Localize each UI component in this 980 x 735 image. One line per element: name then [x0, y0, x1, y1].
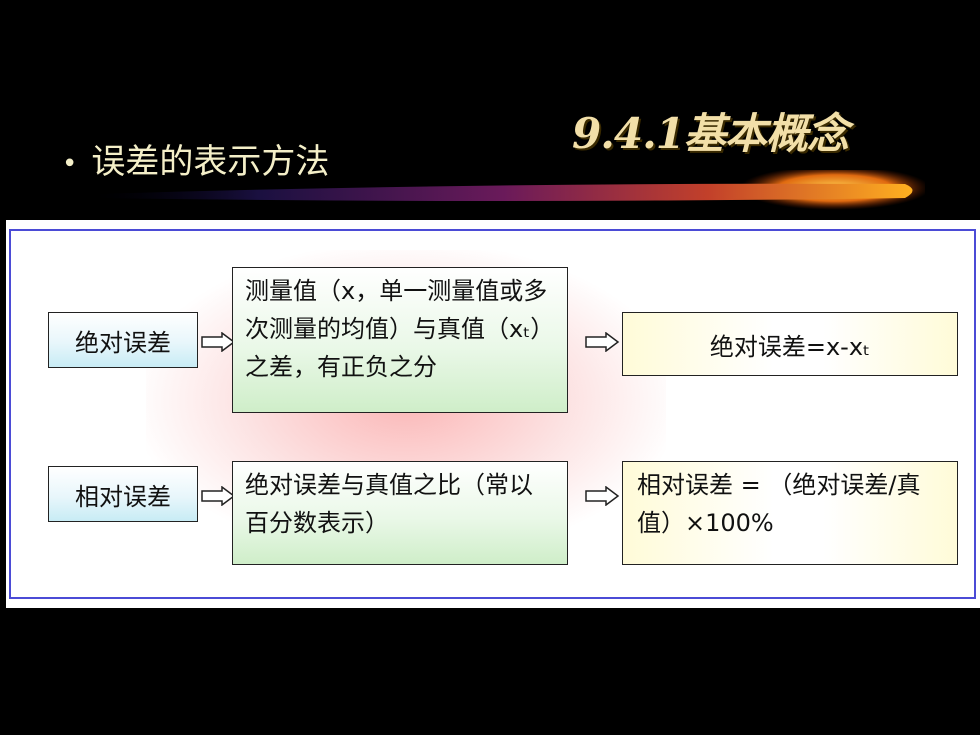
section-title: 9.4.1基本概念 [572, 109, 849, 158]
arrow-right-icon [201, 486, 236, 506]
label-relative-error: 相对误差 [48, 466, 198, 522]
result-relative-error: 相对误差 = （绝对误差/真 值）×100% [622, 461, 958, 565]
diagram-panel: 绝对误差 测量值（x，单一测量值或多 次测量的均值）与真值（xₜ） 之差，有正负… [6, 220, 980, 608]
result-line: 值）×100% [637, 509, 774, 537]
title-swoosh [95, 170, 925, 210]
bullet-item: • 误差的表示方法 [62, 134, 329, 183]
description-absolute-error: 测量值（x，单一测量值或多 次测量的均值）与真值（xₜ） 之差，有正负之分 [232, 267, 568, 413]
arrow-right-icon [201, 332, 236, 352]
bullet-dot-icon: • [62, 149, 78, 179]
description-relative-error: 绝对误差与真值之比（常以 百分数表示） [232, 461, 568, 565]
description-line: 次测量的均值）与真值（xₜ） [245, 315, 555, 343]
description-line: 之差，有正负之分 [245, 353, 437, 381]
description-line: 百分数表示） [245, 509, 389, 537]
description-line: 测量值（x，单一测量值或多 [245, 277, 548, 305]
arrow-right-icon [585, 332, 620, 352]
arrow-right-icon [585, 486, 620, 506]
diagram-frame [9, 229, 976, 599]
result-absolute-error: 绝对误差=x-xₜ [622, 312, 958, 376]
label-absolute-error: 绝对误差 [48, 312, 198, 368]
bullet-text: 误差的表示方法 [91, 142, 330, 182]
description-line: 绝对误差与真值之比（常以 [245, 471, 533, 499]
result-line: 相对误差 = （绝对误差/真 [637, 471, 921, 499]
